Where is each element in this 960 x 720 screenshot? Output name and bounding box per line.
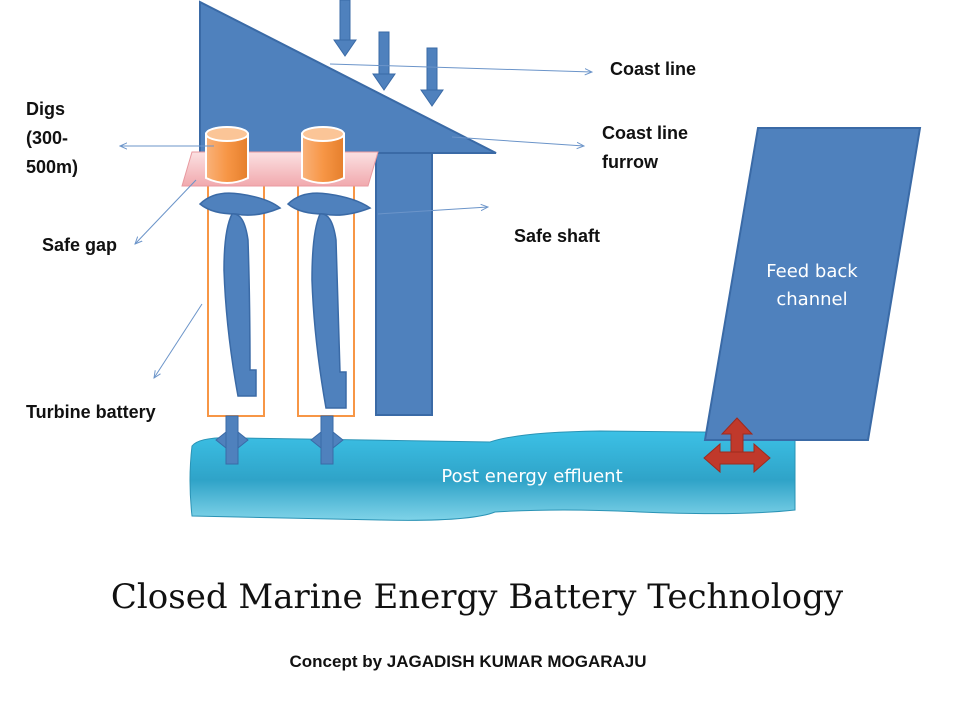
outflow-arrow-left bbox=[215, 415, 249, 465]
inflow-arrow-3 bbox=[420, 47, 444, 107]
subtitle-author: JAGADISH KUMAR MOGARAJU bbox=[387, 652, 647, 671]
label-post-energy-effluent: Post energy effluent bbox=[441, 466, 622, 487]
label-feedback-2: channel bbox=[776, 289, 847, 310]
label-safe-shaft: Safe shaft bbox=[514, 226, 600, 246]
safe-shaft bbox=[375, 144, 433, 416]
label-feedback-1: Feed back bbox=[766, 261, 858, 282]
subtitle-prefix: Concept by bbox=[289, 652, 386, 671]
effluent-water-body bbox=[189, 430, 796, 521]
dig-cylinder-right bbox=[301, 126, 345, 184]
pointer-lines bbox=[120, 63, 592, 378]
page-title: Closed Marine Energy Battery Technology bbox=[111, 577, 844, 617]
inflow-arrow-2 bbox=[372, 31, 396, 91]
feedback-flow-arrow-icon bbox=[703, 417, 771, 474]
label-coast-line: Coast line bbox=[610, 59, 696, 79]
feedback-channel bbox=[703, 127, 922, 441]
inflow-arrow-1 bbox=[333, 0, 357, 57]
label-turbine-battery: Turbine battery bbox=[26, 402, 156, 422]
outflow-arrow-right bbox=[310, 415, 344, 465]
label-coast-line-furrow-2: furrow bbox=[602, 152, 659, 172]
label-coast-line-furrow-1: Coast line bbox=[602, 123, 688, 143]
label-digs-1: Digs bbox=[26, 99, 65, 119]
label-safe-gap: Safe gap bbox=[42, 235, 117, 255]
turbine-left bbox=[198, 192, 282, 397]
label-digs-2: (300- bbox=[26, 128, 68, 148]
label-digs-3: 500m) bbox=[26, 157, 78, 177]
dig-cylinder-left bbox=[205, 126, 249, 184]
subtitle: Concept by JAGADISH KUMAR MOGARAJU bbox=[289, 652, 646, 671]
turbine-right bbox=[286, 192, 372, 409]
